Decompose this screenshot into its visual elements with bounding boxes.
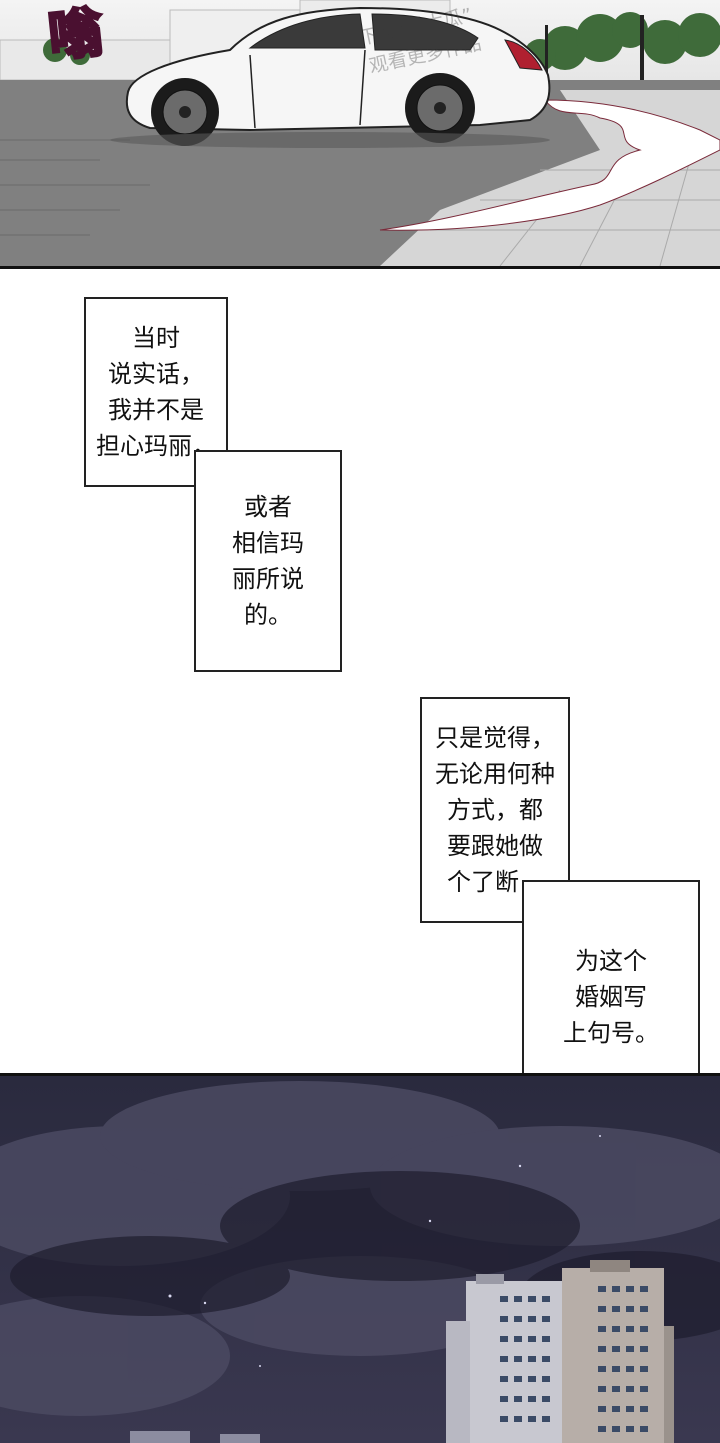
night-skyline-illustration [0,1076,720,1443]
caption-line: 丽所说 [232,565,304,593]
caption-box-1b: 或者 相信玛 丽所说 的。 [194,450,342,672]
caption-line: 说实话， [108,360,204,388]
caption-box-1a: 当时 说实话， 我并不是 担心玛丽， [84,297,228,487]
caption-line: 为这个 [575,947,647,975]
caption-line: 方式，都 [447,796,543,824]
caption-line: 只是觉得， [435,724,555,752]
caption-line: 无论用何种 [435,760,555,788]
caption-line: 上句号。 [563,1019,659,1047]
caption-line: 的。 [244,601,292,629]
caption-line: 或者 [244,493,292,521]
rear-wheel [405,73,475,143]
caption-line: 要跟她做 [447,832,543,860]
car-scene-illustration [0,0,720,266]
caption-line: 婚姻写 [575,983,647,1011]
caption-line: 相信玛 [232,529,304,557]
car-panel: 嗡 下载“番木瓜” 观看更多作品 [0,0,720,269]
caption-line: 当时 [132,324,180,352]
caption-line: 我并不是 [108,396,204,424]
tower-right [562,1260,674,1443]
sound-effect-text: 嗡 [44,0,105,70]
night-city-panel [0,1073,720,1443]
